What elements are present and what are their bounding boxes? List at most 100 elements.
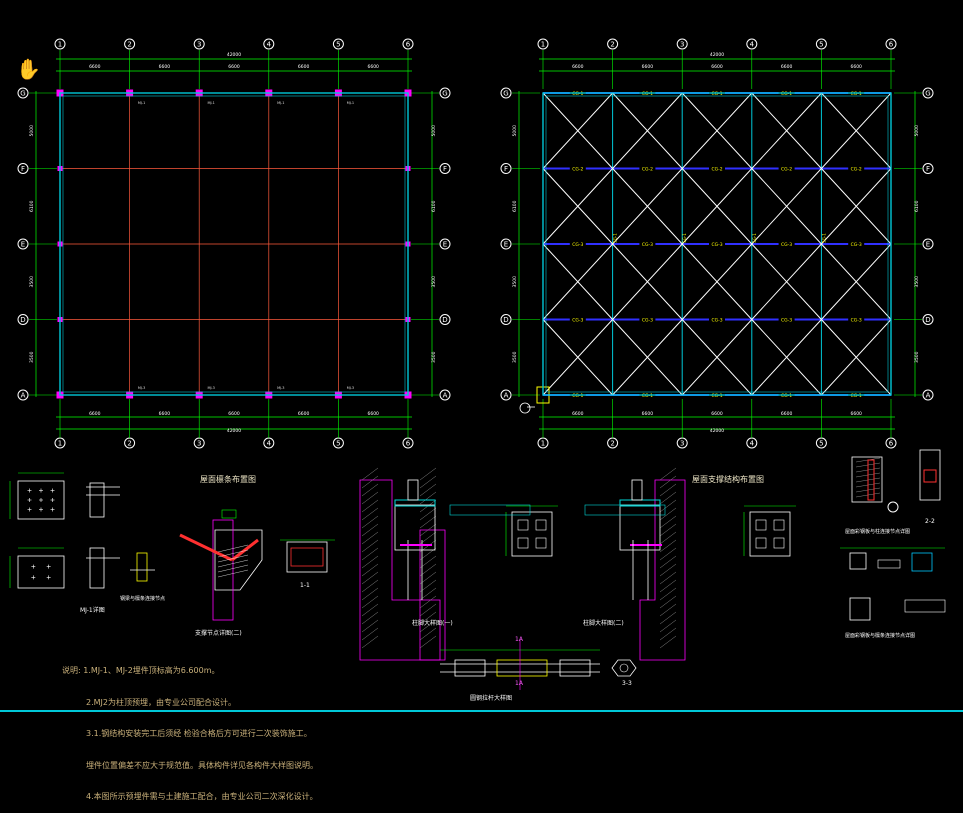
grid-bubble-bottom-4-text: 4 [267, 440, 272, 448]
anchor-wall-left-a-hatch [361, 555, 379, 569]
anchor-wall-left-b-hatch [419, 483, 437, 497]
anchor-right-title: 柱脚大样图(二) [583, 620, 624, 627]
right-detail-red [867, 459, 875, 501]
gusset-hatch [217, 569, 249, 578]
label-bg [709, 240, 725, 248]
label-bg [778, 316, 795, 323]
anchor-wall-left-a [359, 479, 441, 661]
gusset-hatch [217, 554, 249, 563]
grid-bubble-bottom-2-text: 2 [610, 440, 614, 448]
side-dim-text: 6100 [29, 200, 35, 212]
dim-text-bottom: 6600 [89, 411, 101, 417]
side-dim-text: 6100 [512, 200, 518, 212]
x-brace [542, 92, 613, 169]
beam-label: CG-2 [781, 167, 792, 173]
connection-detail-a-hole [535, 519, 547, 531]
x-brace [612, 168, 683, 245]
grid-bubble-top-2-text: 2 [127, 41, 131, 49]
gusset-plate [214, 529, 263, 591]
beam-label: CG-3 [572, 242, 583, 248]
mj-label-bottom: MJ-3 [277, 386, 284, 390]
anchor-wall-left-b-hatch [419, 635, 437, 649]
grid-bubble-left-D-text: D [503, 316, 508, 324]
tie-label-bottom: 1A [515, 680, 523, 687]
dim-text-top: 6600 [642, 64, 654, 70]
side-dim-text: 6100 [914, 200, 920, 212]
label-bg [778, 165, 795, 172]
label-bg [569, 240, 586, 248]
beam-label: CG-1 [642, 91, 653, 97]
hand-pan-icon[interactable]: ✋ [16, 57, 41, 81]
grid-bubble-bottom-3-text: 3 [197, 440, 201, 448]
design-notes: 说明: 1.MJ-1、MJ-2埋件顶标高为6.600m。 2.MJ2为柱顶预埋，… [62, 645, 318, 813]
label-bg [848, 165, 865, 172]
anchor-wall-left-a-hatch [361, 491, 379, 505]
label-bg [848, 316, 865, 323]
anchor-wall-left-b-hatch [419, 619, 437, 633]
grid-bubble-left-E [500, 238, 512, 250]
grid-bubble-top-5-text: 5 [336, 41, 340, 49]
x-brace [681, 92, 753, 169]
anchor-right-column [631, 479, 643, 501]
beam-label: CG-3 [851, 242, 862, 248]
left-plan-title: 屋面檩条布置图 [200, 475, 256, 484]
anchor-wall-right-a-hatch [659, 563, 677, 577]
grid-bubble-right-G [922, 87, 934, 99]
dim-text-top: 6600 [298, 64, 310, 70]
anchor-wall-right-a-hatch [659, 619, 677, 633]
anchor-wall-left-a-hatch [361, 611, 379, 625]
mj-label-top: MJ-1 [347, 101, 354, 105]
grid-bubble-left-G-text: G [20, 90, 25, 98]
dim-text-top: 6600 [781, 64, 793, 70]
grid-bubble-right-F [922, 163, 934, 174]
anchor-wall-left-b-hatch [419, 587, 437, 601]
right-small-1 [849, 552, 867, 570]
gusset-title: 支撑节点详图(二) [195, 630, 242, 637]
x-brace [681, 168, 753, 245]
beam-label: CG-1 [711, 393, 722, 399]
anchor-wall-left-a-hatch [361, 507, 379, 521]
anchor-wall-right-a-hatch [659, 635, 677, 649]
detail-drawings [9, 449, 946, 690]
dim-text-bottom: 6600 [711, 411, 723, 417]
grid-bubble-top-3-text: 3 [197, 41, 201, 49]
dim-text-top: 6600 [367, 64, 379, 70]
side-dim-text: 6100 [431, 200, 437, 212]
grid-bubble-top-1-text: 1 [58, 41, 62, 49]
connection-detail-b-hole [773, 519, 785, 531]
anchor-wall-left-b-hatch [419, 491, 437, 505]
beam-label: CG-1 [851, 393, 862, 399]
label-bg [569, 165, 586, 172]
cad-drawing-canvas[interactable]: 1122334455666600660066006600660066006600… [0, 0, 963, 716]
anchor-wall-left-a-hatch [361, 563, 379, 577]
anchor-wall-left-b-hatch [419, 595, 437, 609]
right-small-4 [849, 597, 871, 621]
hex-nut-hole [619, 663, 629, 673]
anchor-left-title: 柱脚大样图(一) [412, 620, 453, 627]
dim-text-bottom: 6600 [228, 411, 240, 417]
gusset-hatch [217, 559, 249, 568]
gusset-hatch [217, 549, 249, 558]
grid-bubble-right-D-text: D [925, 316, 930, 324]
grid-bubble-right-E [922, 238, 934, 250]
side-dim-text: 3500 [512, 351, 518, 363]
label-bg [778, 240, 795, 248]
note-line-2: 2.MJ2为柱顶预埋，由专业公司配合设计。 [86, 697, 236, 707]
anchor-wall-left-a-hatch [361, 579, 379, 593]
gusset-hatch [217, 544, 249, 553]
mj2-elev [89, 547, 105, 589]
anchor-wall-left-a-hatch [361, 483, 379, 497]
beam-label: CG-3 [781, 318, 792, 324]
anchor-wall-left-b-hatch [419, 555, 437, 569]
grid-bubble-top-5 [332, 38, 344, 50]
grid-bubble-top-4 [746, 38, 758, 50]
grid-bubble-right-E-text: E [926, 241, 930, 249]
anchor-wall-left-a-hatch [361, 499, 379, 513]
label-bg [639, 240, 656, 248]
anchor-wall-right-a-hatch [659, 571, 677, 585]
anchor-wall-right-a-hatch [659, 539, 677, 553]
beam-label: CG-2 [572, 167, 583, 173]
anchor-wall-right-a-hatch [659, 491, 677, 505]
grid-bubble-top-4-text: 4 [750, 41, 755, 49]
x-brace [821, 92, 892, 169]
